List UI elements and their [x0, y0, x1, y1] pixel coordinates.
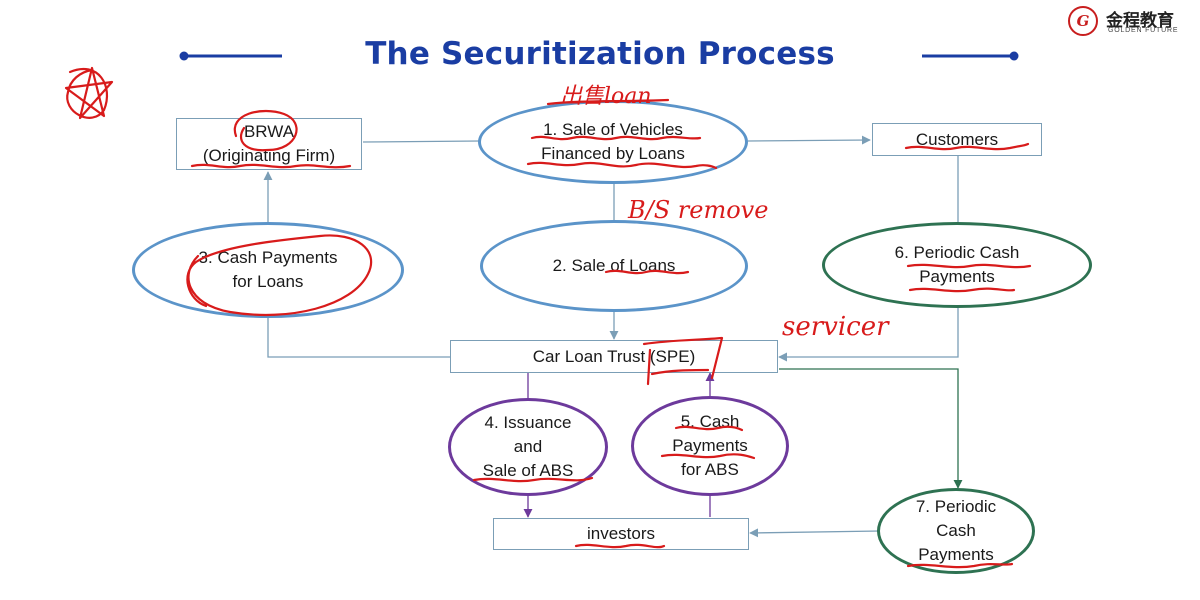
arrow-sale-to-customers: [747, 135, 871, 145]
customers-label: Customers: [915, 129, 999, 149]
title-rule-right-dot: [1009, 51, 1019, 61]
customers-box: Customers: [872, 123, 1042, 156]
periodic-cash-payments-7-label: 7. Periodic Cash Payments: [915, 497, 997, 564]
cash-payments-abs-label: 5. Cash Payments for ABS: [672, 412, 748, 479]
arrow-sale-to-brwa: [362, 140, 481, 143]
brwa-label: BRWA (Originating Firm): [202, 122, 336, 165]
periodic-cash-payments-7-oval: 7. Periodic Cash Payments: [877, 488, 1035, 574]
periodic-cash-payments-6-oval: 6. Periodic Cash Payments: [822, 222, 1092, 308]
slide-title: The Securitization Process: [365, 36, 835, 72]
golden-future-logo: G 金程教育 GOLDEN FUTURE: [1068, 4, 1196, 38]
brwa-box: BRWA (Originating Firm): [176, 118, 362, 170]
sale-of-loans-label: 2. Sale of Loans: [552, 256, 676, 275]
loan-sale-annotation: 出售loan: [560, 84, 652, 109]
cash-payments-loans-label: 3. Cash Payments for Loans: [198, 248, 338, 291]
cash-payments-abs-oval: 5. Cash Payments for ABS: [631, 396, 789, 496]
title-rule-left-dot: [179, 51, 189, 61]
car-loan-trust-label: Car Loan Trust (SPE): [532, 346, 696, 366]
arrow-trust-to-periodic7: [779, 368, 963, 489]
issuance-sale-abs-label: 4. Issuance and Sale of ABS: [482, 413, 574, 480]
arrow-periodic7-to-investors: [749, 528, 881, 538]
logo-english-name: GOLDEN FUTURE: [1108, 27, 1179, 34]
servicer-annotation: servicer: [782, 312, 889, 342]
car-loan-trust-box: Car Loan Trust (SPE): [450, 340, 778, 373]
sale-of-loans-oval: 2. Sale of Loans: [480, 220, 748, 312]
bs-remove-annotation: B/S remove: [628, 196, 769, 224]
periodic-cash-payments-6-label: 6. Periodic Cash Payments: [894, 243, 1020, 286]
logo-mark-icon: G: [1068, 6, 1098, 36]
logo-chinese-name: 金程教育: [1106, 11, 1174, 31]
sale-of-vehicles-oval: 1. Sale of Vehicles Financed by Loans: [478, 100, 748, 184]
investors-box: investors: [493, 518, 749, 550]
investors-label: investors: [586, 524, 656, 543]
issuance-sale-abs-oval: 4. Issuance and Sale of ABS: [448, 398, 608, 496]
sale-of-vehicles-label: 1. Sale of Vehicles Financed by Loans: [541, 120, 685, 163]
cash-payments-loans-oval: 3. Cash Payments for Loans: [132, 222, 404, 318]
